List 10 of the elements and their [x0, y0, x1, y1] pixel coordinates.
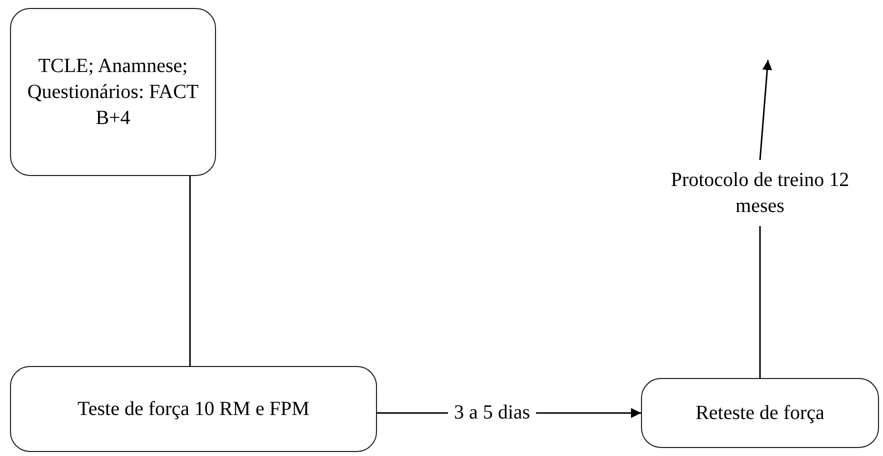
box-text: TCLE; Anamnese; Questionários: FACT B+4 [26, 54, 200, 131]
step-text: Protocolo de treino 12 meses [670, 168, 850, 219]
arrow [759, 60, 772, 160]
connector-line [189, 176, 191, 366]
box-text: Reteste de força [696, 401, 824, 426]
box-text: Teste de força 10 RM e FPM [78, 397, 310, 422]
process-box [10, 8, 216, 176]
process-box [10, 366, 377, 452]
process-box [641, 378, 879, 448]
connector-line [759, 226, 761, 378]
